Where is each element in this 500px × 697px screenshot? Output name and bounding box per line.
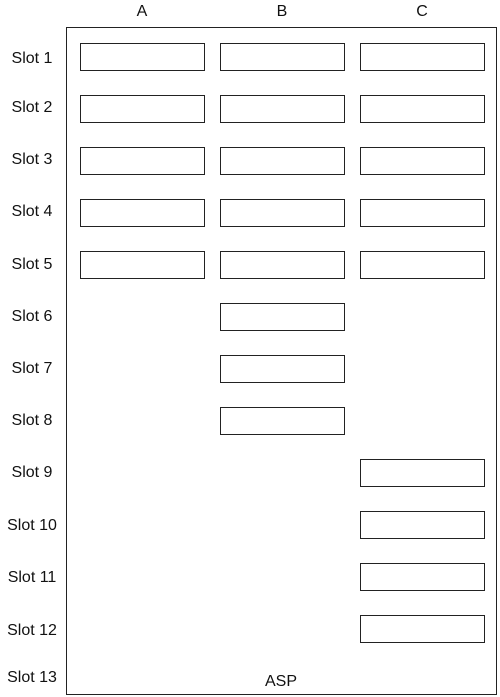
slot-label-4: Slot 4 xyxy=(11,203,53,220)
slot-b-2 xyxy=(220,95,345,123)
column-header-b: B xyxy=(276,3,288,20)
chassis-outline xyxy=(66,27,497,695)
slot-b-1 xyxy=(220,43,345,71)
slot-a-1 xyxy=(80,43,205,71)
slot-c-10 xyxy=(360,511,485,539)
slot-b-3 xyxy=(220,147,345,175)
slot-label-13: Slot 13 xyxy=(7,669,57,686)
slot-a-2 xyxy=(80,95,205,123)
slot-b-5 xyxy=(220,251,345,279)
column-header-a: A xyxy=(136,3,148,20)
slot-b-7 xyxy=(220,355,345,383)
slot-label-5: Slot 5 xyxy=(11,256,53,273)
chassis-label: ASP xyxy=(264,673,297,690)
slot-c-2 xyxy=(360,95,485,123)
slot-c-3 xyxy=(360,147,485,175)
slot-label-1: Slot 1 xyxy=(11,50,53,67)
slot-label-10: Slot 10 xyxy=(7,517,57,534)
slot-c-12 xyxy=(360,615,485,643)
slot-c-1 xyxy=(360,43,485,71)
slot-label-9: Slot 9 xyxy=(11,464,53,481)
slot-b-6 xyxy=(220,303,345,331)
slot-c-11 xyxy=(360,563,485,591)
slot-label-12: Slot 12 xyxy=(7,622,57,639)
slot-a-4 xyxy=(80,199,205,227)
slot-label-8: Slot 8 xyxy=(11,412,53,429)
slot-c-9 xyxy=(360,459,485,487)
slot-b-8 xyxy=(220,407,345,435)
column-header-c: C xyxy=(416,3,428,20)
slot-b-4 xyxy=(220,199,345,227)
slot-a-5 xyxy=(80,251,205,279)
slot-a-3 xyxy=(80,147,205,175)
slot-label-6: Slot 6 xyxy=(11,308,53,325)
slot-label-7: Slot 7 xyxy=(11,360,53,377)
slot-c-4 xyxy=(360,199,485,227)
slot-label-2: Slot 2 xyxy=(11,99,53,116)
slot-label-11: Slot 11 xyxy=(7,569,57,586)
slot-label-3: Slot 3 xyxy=(11,151,53,168)
slot-c-5 xyxy=(360,251,485,279)
